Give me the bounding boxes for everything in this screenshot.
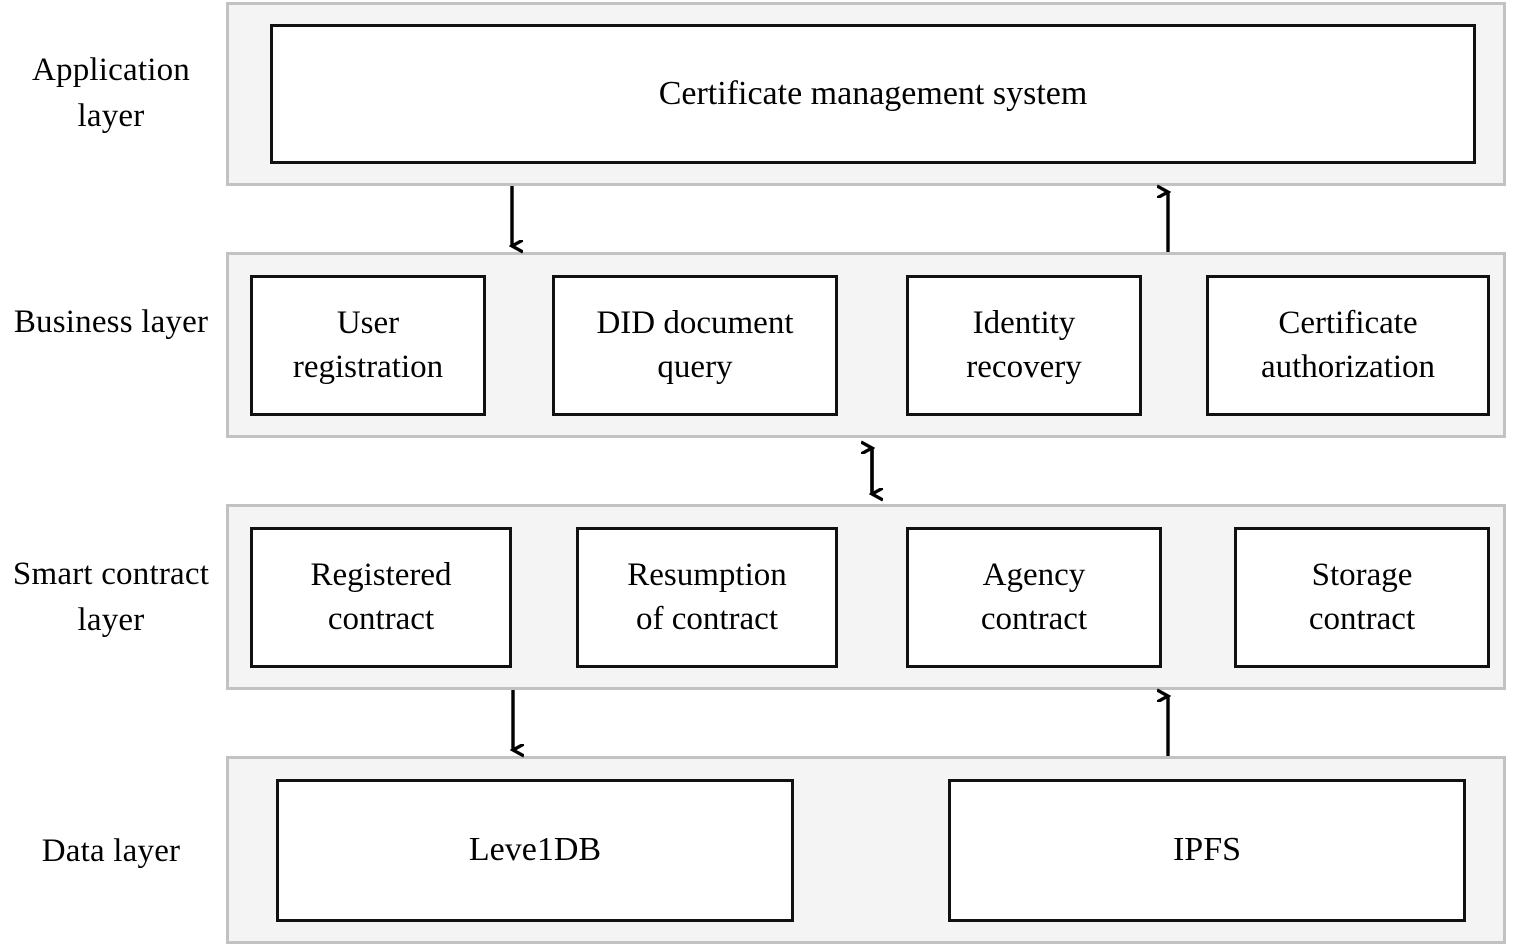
node-did-document-query[interactable]: DID document query	[552, 275, 838, 416]
node-certificate-authorization[interactable]: Certificate authorization	[1206, 275, 1490, 416]
node-ipfs[interactable]: IPFS	[948, 779, 1466, 922]
node-registered-contract[interactable]: Registered contract	[250, 527, 512, 668]
node-storage-contract[interactable]: Storage contract	[1234, 527, 1490, 668]
node-leveldb[interactable]: Leve1DB	[276, 779, 794, 922]
node-user-registration[interactable]: User registration	[250, 275, 486, 416]
node-agency-contract[interactable]: Agency contract	[906, 527, 1162, 668]
layer-label-smart-contract: Smart contract layer	[12, 556, 210, 638]
layer-label-data: Data layer	[41, 833, 181, 869]
node-resumption-of-contract[interactable]: Resumption of contract	[576, 527, 838, 668]
layer-label-application: Application layer	[32, 52, 190, 134]
node-identity-recovery[interactable]: Identity recovery	[906, 275, 1142, 416]
layer-label-business: Business layer	[13, 304, 209, 340]
node-certificate-management-system[interactable]: Certificate management system	[270, 24, 1476, 164]
